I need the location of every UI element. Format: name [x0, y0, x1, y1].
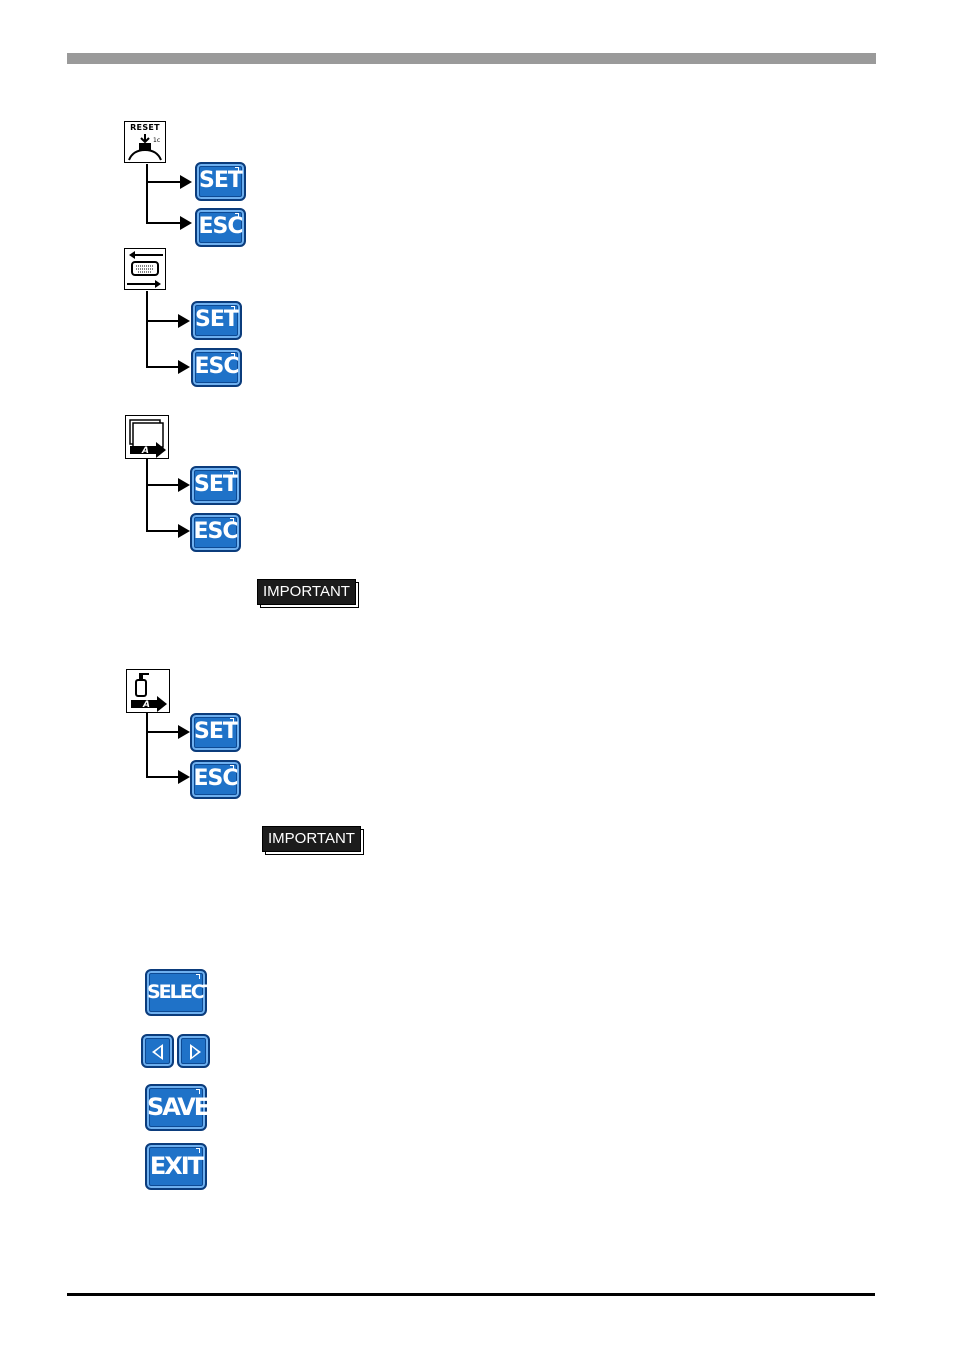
esc-button[interactable]: ESC: [191, 348, 242, 387]
tree-branch: [146, 530, 180, 532]
system-data-icon[interactable]: A: [126, 669, 170, 713]
screen-data-graphic: A: [129, 419, 166, 458]
reset-graphic: 1c: [128, 134, 162, 161]
tree-branch: [146, 181, 182, 183]
reset-icon[interactable]: RESET 1c: [124, 121, 166, 163]
tree-branch: [146, 320, 180, 322]
set-button[interactable]: SET: [190, 466, 241, 505]
set-button-label: SET: [194, 719, 238, 744]
select-button[interactable]: SELECT: [145, 969, 216, 1016]
set-button[interactable]: SET: [191, 301, 242, 340]
important-badge: IMPORTANT: [257, 579, 356, 605]
screen-data-icon[interactable]: A: [125, 415, 169, 459]
arrow-head: [178, 725, 190, 739]
tree-branch: [146, 484, 180, 486]
svg-text:A: A: [141, 446, 149, 456]
right-arrow-icon: [190, 1044, 201, 1060]
set-button[interactable]: SET: [190, 713, 241, 752]
tree-branch: [146, 731, 180, 733]
left-arrow-button[interactable]: [141, 1034, 174, 1068]
exit-button[interactable]: EXIT: [145, 1143, 207, 1190]
esc-button[interactable]: ESC: [195, 208, 246, 247]
set-button[interactable]: SET: [195, 162, 246, 201]
save-button[interactable]: SAVE: [145, 1084, 210, 1131]
select-button-label: SELECT: [147, 981, 216, 1003]
communication-port-icon[interactable]: [124, 248, 166, 290]
tree-branch: [146, 776, 180, 778]
arrow-head: [178, 478, 190, 492]
set-button-label: SET: [194, 472, 238, 497]
left-arrow-icon: [152, 1044, 163, 1060]
right-arrow-button[interactable]: [177, 1034, 210, 1068]
reset-icon-label: RESET: [130, 123, 160, 132]
tree-branch: [146, 222, 182, 224]
arrow-head: [178, 524, 190, 538]
tree-line: [146, 291, 148, 367]
esc-button[interactable]: ESC: [190, 513, 241, 552]
esc-button-label: ESC: [198, 214, 243, 239]
arrow-head: [180, 175, 192, 189]
esc-button-label: ESC: [194, 354, 239, 379]
tree-line: [146, 164, 148, 224]
system-data-graphic: A: [131, 673, 167, 712]
svg-text:A: A: [142, 700, 150, 710]
esc-button[interactable]: ESC: [190, 760, 241, 799]
arrow-head: [178, 314, 190, 328]
arrow-head: [178, 360, 190, 374]
tree-branch: [146, 366, 180, 368]
set-button-label: SET: [199, 168, 243, 193]
set-button-label: SET: [195, 307, 239, 332]
esc-button-label: ESC: [193, 519, 238, 544]
tree-line: [146, 459, 148, 531]
communication-graphic: [127, 251, 163, 288]
arrow-head: [180, 216, 192, 230]
page-header-bar: [67, 53, 876, 64]
save-button-label: SAVE: [147, 1093, 210, 1121]
esc-button-label: ESC: [193, 766, 238, 791]
important-badge: IMPORTANT: [262, 826, 361, 852]
page-footer-rule: [67, 1293, 875, 1296]
tree-line: [146, 713, 148, 777]
exit-button-label: EXIT: [149, 1152, 204, 1180]
arrow-head: [178, 770, 190, 784]
svg-text:1c: 1c: [153, 137, 160, 144]
